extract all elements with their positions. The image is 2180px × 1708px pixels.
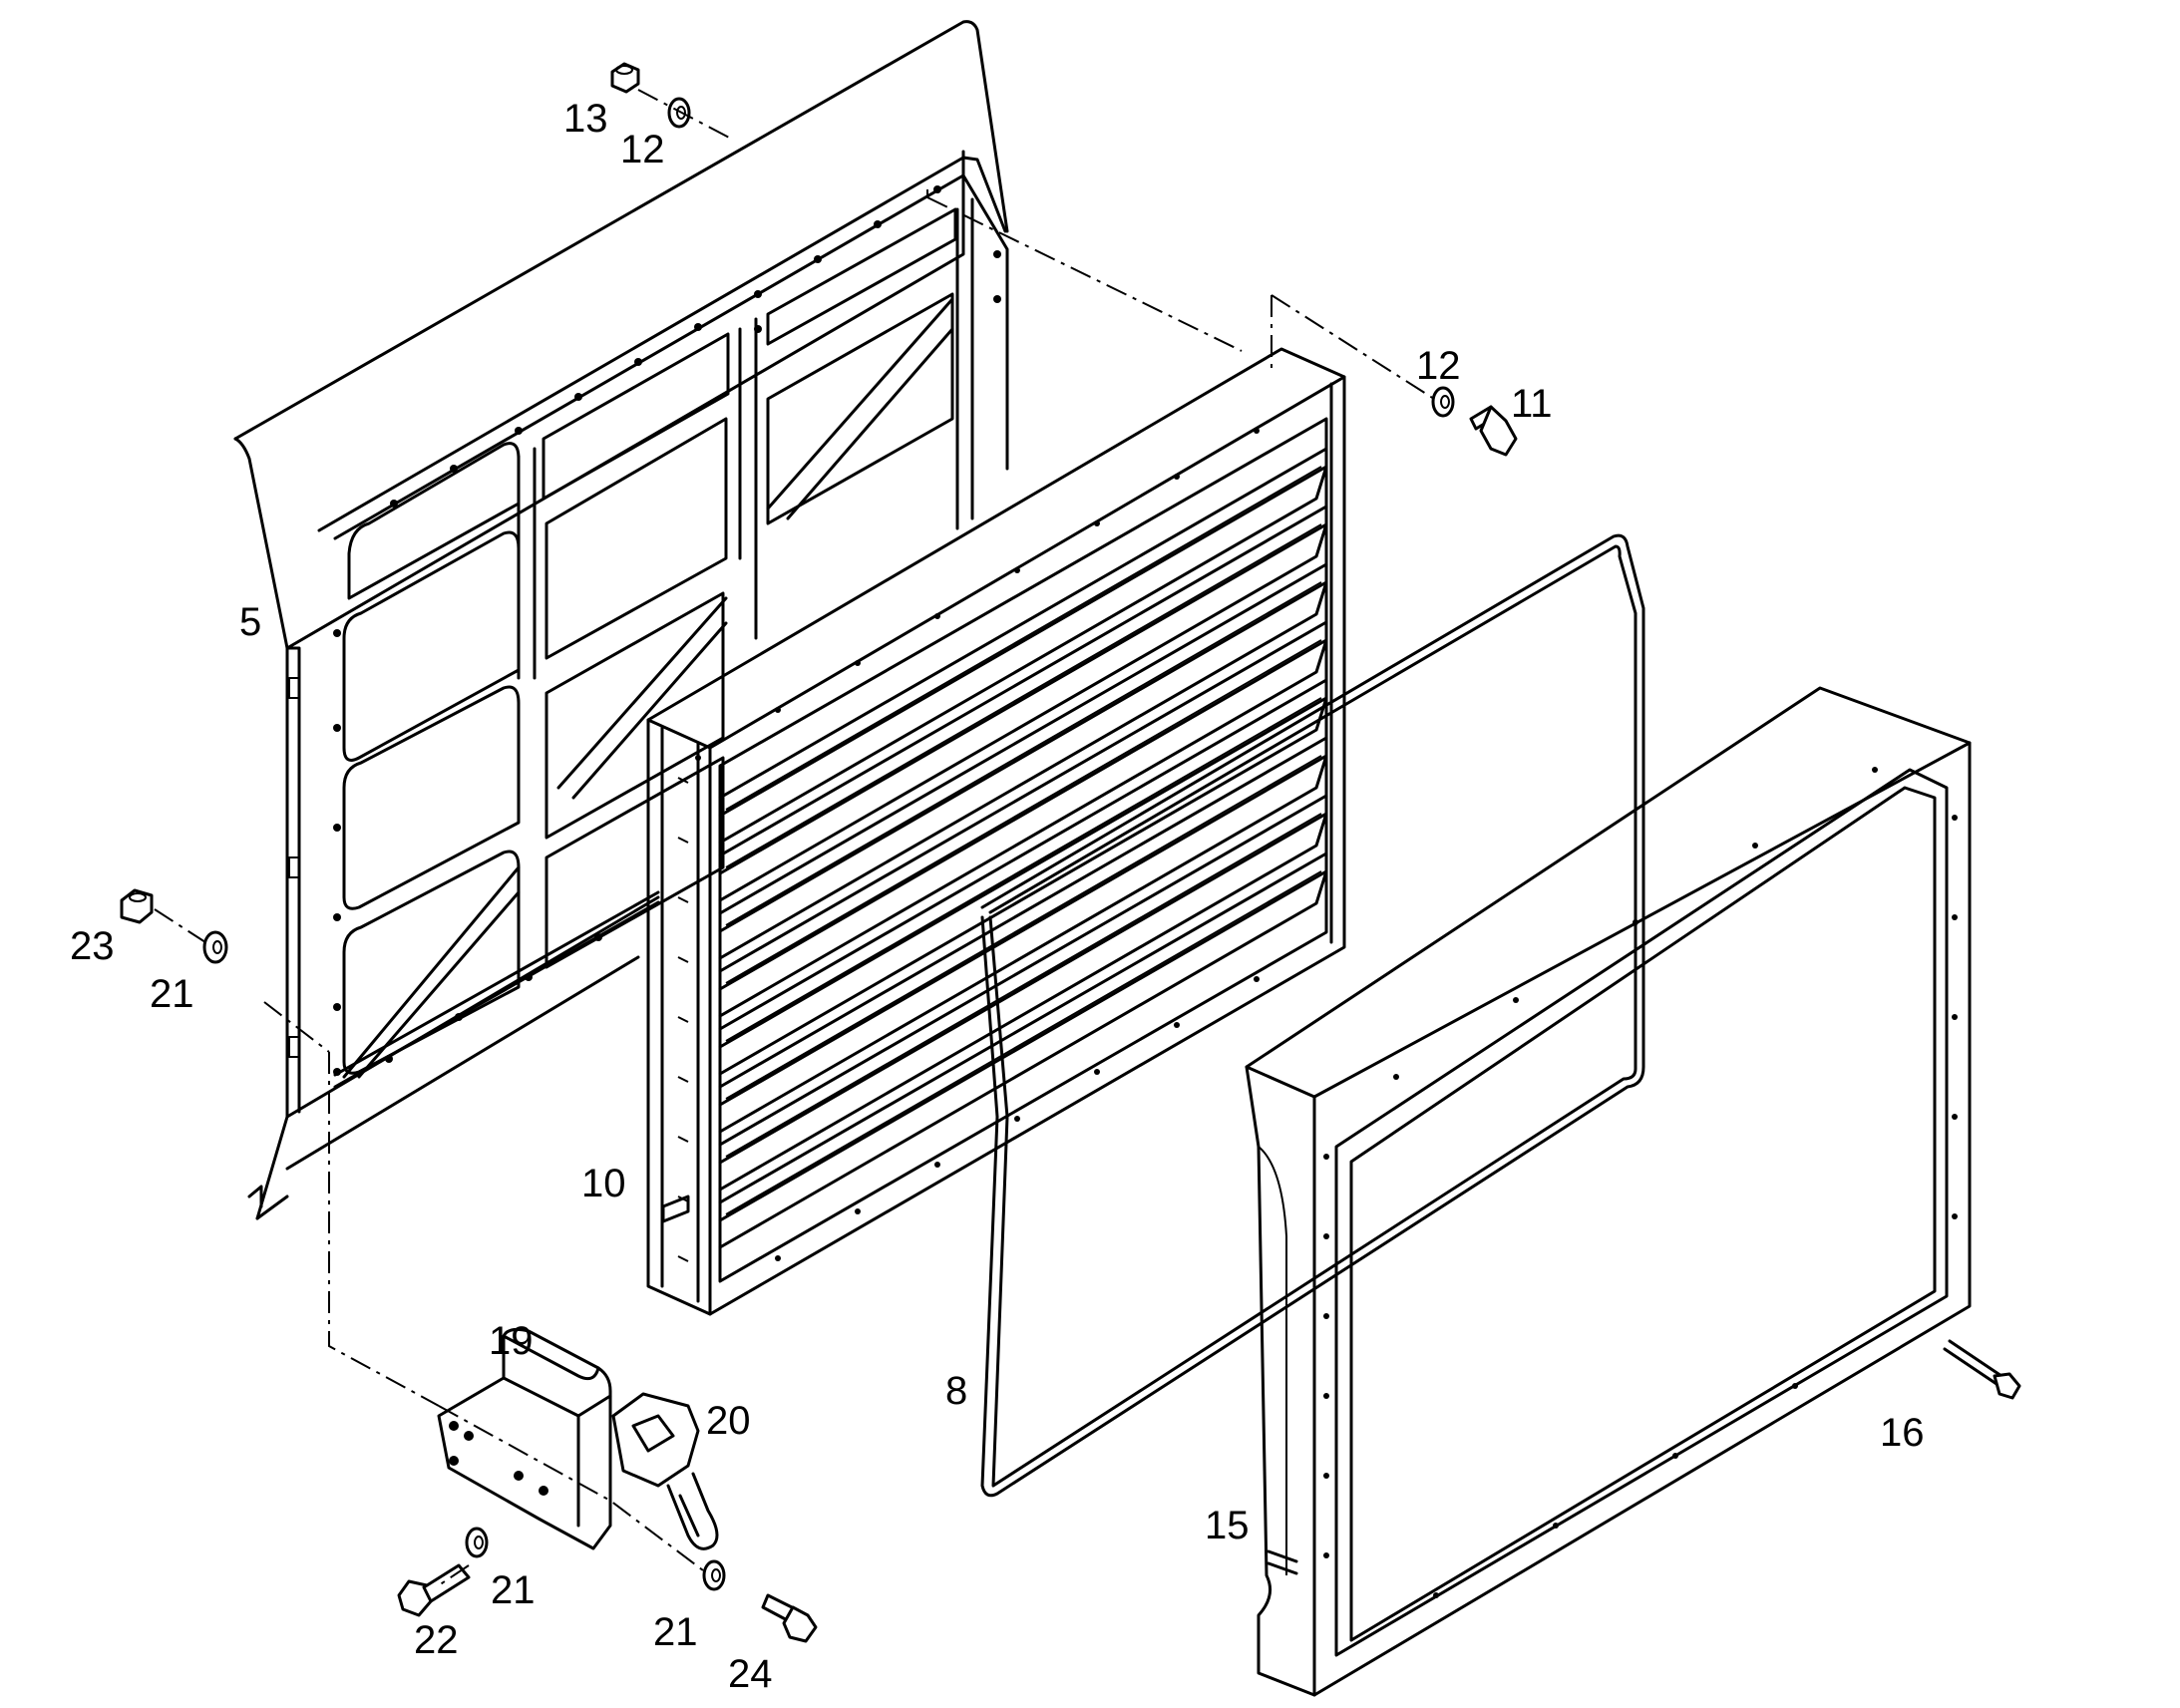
fastener-12-washer-top <box>667 97 691 129</box>
callout-19: 19 <box>489 1319 534 1363</box>
callout-5: 5 <box>239 600 261 644</box>
fastener-12-washer-right <box>1431 386 1455 418</box>
callout-15: 15 <box>1205 1504 1250 1547</box>
callout-8: 8 <box>945 1369 967 1413</box>
fastener-21-washer-left <box>202 930 228 964</box>
callout-21: 21 <box>653 1610 698 1654</box>
fastener-15-screw <box>1943 1339 2021 1400</box>
callout-12: 12 <box>620 128 665 171</box>
callout-12: 12 <box>1416 344 1461 388</box>
bracket-19 <box>437 1327 612 1550</box>
louver-assembly-10 <box>646 347 1346 1316</box>
callout-21: 21 <box>150 972 194 1016</box>
callout-11: 11 <box>1511 382 1553 426</box>
callout-16: 16 <box>1880 1411 1925 1455</box>
callout-23: 23 <box>70 924 115 968</box>
fastener-21-washer-bottom-left <box>465 1527 489 1558</box>
fastener-11-bolt-right <box>1469 405 1518 457</box>
callout-22: 22 <box>414 1618 459 1662</box>
front-frame-16 <box>1245 686 1972 1697</box>
fastener-21-washer-bottom-right <box>702 1559 726 1591</box>
callout-10: 10 <box>581 1162 626 1205</box>
fastener-23-nut-left <box>120 888 154 924</box>
callout-21: 21 <box>491 1568 536 1612</box>
fastener-22-bolt-bottom-left <box>397 1563 471 1617</box>
callout-24: 24 <box>728 1652 773 1696</box>
gasket-8 <box>980 533 1645 1498</box>
callout-labels: 13 12 12 11 5 23 21 10 19 20 8 16 15 21 … <box>70 97 1925 1696</box>
fastener-24-bolt-bottom-right <box>761 1593 818 1643</box>
callout-13: 13 <box>563 97 608 141</box>
rear-panel-5 <box>233 20 1009 1220</box>
assembly-center-lines <box>154 89 1435 1586</box>
fastener-13-nut-top <box>610 62 640 94</box>
callout-20: 20 <box>706 1399 751 1443</box>
latch-20 <box>611 1392 719 1550</box>
